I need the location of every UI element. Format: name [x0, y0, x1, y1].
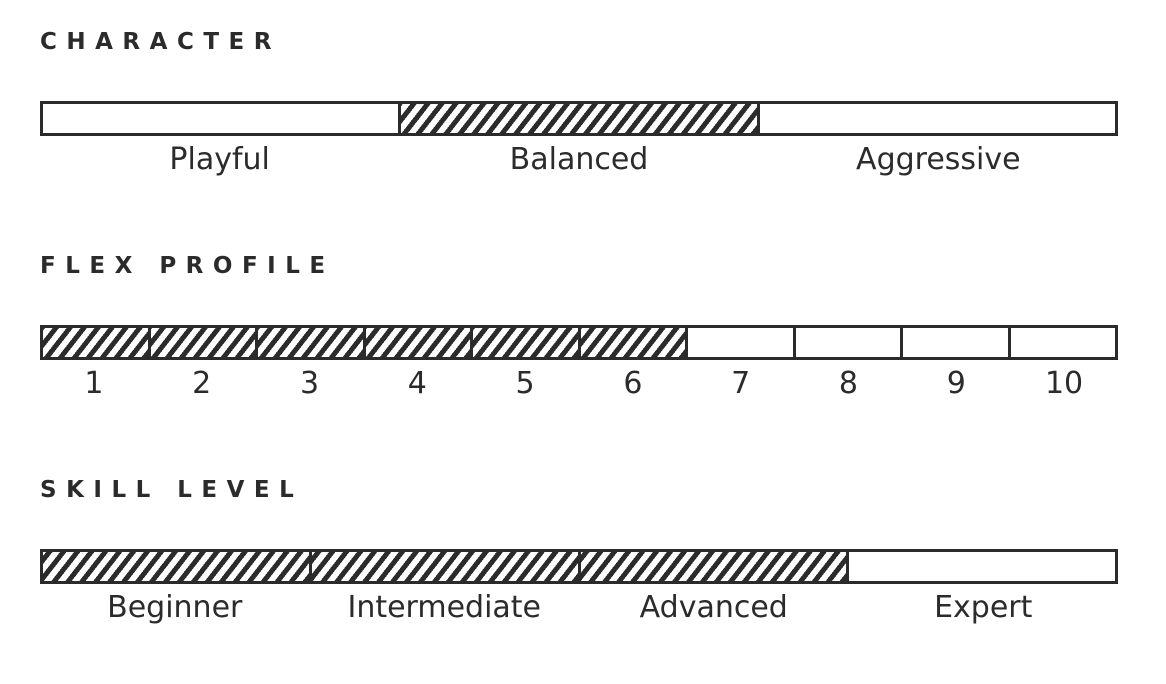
- skill-level-segment: [43, 552, 309, 581]
- character-segment: [398, 104, 757, 133]
- character-bar: [40, 101, 1118, 136]
- flex-profile-bar: [40, 325, 1118, 360]
- character-segment: [756, 104, 1115, 133]
- flex-profile-label: 8: [838, 366, 859, 401]
- skill-level-segment: [846, 552, 1115, 581]
- flex-profile-label: 2: [192, 366, 212, 401]
- flex-profile-label: 7: [731, 366, 751, 401]
- character-label: Playful: [169, 142, 270, 177]
- flex-profile-segment: [362, 328, 470, 357]
- skill-level-label: Advanced: [639, 590, 788, 625]
- flex-profile-segment: [685, 328, 793, 357]
- flex-profile-label: 1: [84, 366, 104, 401]
- skill-level-labels: Beginner Intermediate Advanced Expert: [40, 593, 1118, 623]
- flex-profile-segment: [43, 328, 148, 357]
- character-label: Balanced: [509, 142, 649, 177]
- character-segment: [43, 104, 398, 133]
- skill-level-bar: [40, 549, 1118, 584]
- skill-level-segment: [577, 552, 847, 581]
- character-label: Aggressive: [856, 142, 1021, 177]
- skill-level-label: Expert: [934, 590, 1033, 625]
- flex-profile-label: 5: [515, 366, 535, 401]
- skill-level-label: Beginner: [107, 590, 243, 625]
- skill-level-heading: SKILL LEVEL: [40, 477, 304, 503]
- character-labels: Playful Balanced Aggressive: [40, 145, 1118, 175]
- flex-profile-segment: [577, 328, 685, 357]
- flex-profile-heading: FLEX PROFILE: [40, 253, 335, 279]
- character-heading: CHARACTER: [40, 29, 281, 55]
- flex-profile-segment: [792, 328, 901, 357]
- flex-profile-label: 3: [299, 366, 320, 401]
- flex-profile-segment: [147, 328, 255, 357]
- skill-level-label: Intermediate: [347, 590, 542, 625]
- flex-profile-label: 10: [1044, 366, 1084, 401]
- skill-level-segment: [308, 552, 578, 581]
- flex-profile-labels: 1 2 3 4 5 6 7 8 9 10: [40, 369, 1118, 399]
- flex-profile-segment: [255, 328, 363, 357]
- flex-profile-label: 6: [623, 366, 643, 401]
- flex-profile-segment: [470, 328, 578, 357]
- flex-profile-segment: [1007, 328, 1116, 357]
- flex-profile-label: 9: [946, 366, 966, 401]
- flex-profile-label: 4: [407, 366, 427, 401]
- flex-profile-segment: [900, 328, 1008, 357]
